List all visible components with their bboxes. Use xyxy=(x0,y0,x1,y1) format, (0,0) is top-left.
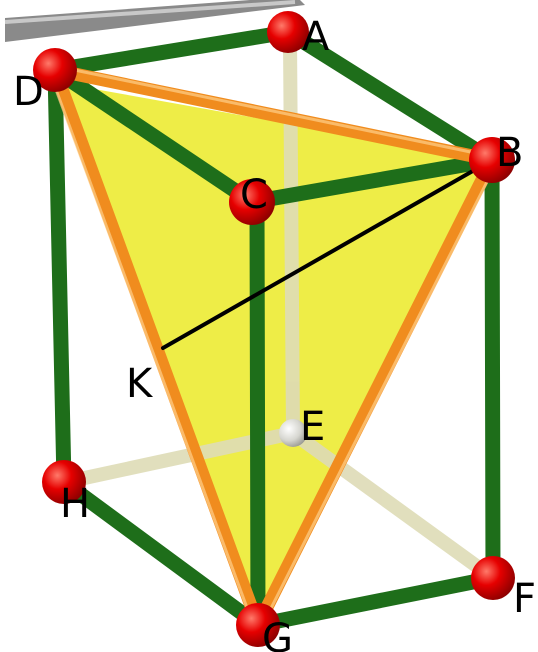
edge-g-f xyxy=(250,570,501,633)
label-h: H xyxy=(60,481,90,527)
vertex-d-sphere xyxy=(33,48,77,92)
label-g: G xyxy=(262,616,293,652)
vertex-b-sphere xyxy=(469,137,515,183)
edge-a-e xyxy=(283,33,300,440)
vertex-g-sphere xyxy=(236,603,280,647)
label-b: B xyxy=(496,130,523,176)
edge-b-f xyxy=(484,152,501,586)
vertex-c-sphere xyxy=(229,179,275,225)
edge-d-h xyxy=(47,62,72,490)
edge-d-a xyxy=(47,24,296,78)
edge-c-g xyxy=(249,197,266,633)
edge-d-b xyxy=(48,63,499,167)
top-bar xyxy=(5,0,305,42)
label-d: D xyxy=(13,69,44,115)
edge-b-g xyxy=(251,153,499,632)
edge-e-f xyxy=(286,426,500,585)
segment-b-k xyxy=(161,166,480,350)
vertex-a-sphere xyxy=(267,11,309,53)
top-bar-highlight xyxy=(4,0,296,24)
label-k: K xyxy=(126,361,154,407)
triangle-edges xyxy=(48,63,499,632)
label-a: A xyxy=(302,14,330,60)
edge-c-b xyxy=(244,152,500,210)
edge-h-g xyxy=(56,474,266,633)
vertex-e-sphere xyxy=(279,419,307,447)
label-e: E xyxy=(300,404,325,450)
triangle-face-dbg xyxy=(55,82,492,625)
edge-d-g xyxy=(48,63,265,632)
vertex-h-sphere xyxy=(42,460,86,504)
visible-edges xyxy=(47,24,501,633)
label-f: F xyxy=(513,576,536,622)
edge-d-c xyxy=(47,62,260,210)
label-c: C xyxy=(240,172,268,218)
vertex-f-sphere xyxy=(471,556,515,600)
edge-a-b xyxy=(280,24,500,168)
